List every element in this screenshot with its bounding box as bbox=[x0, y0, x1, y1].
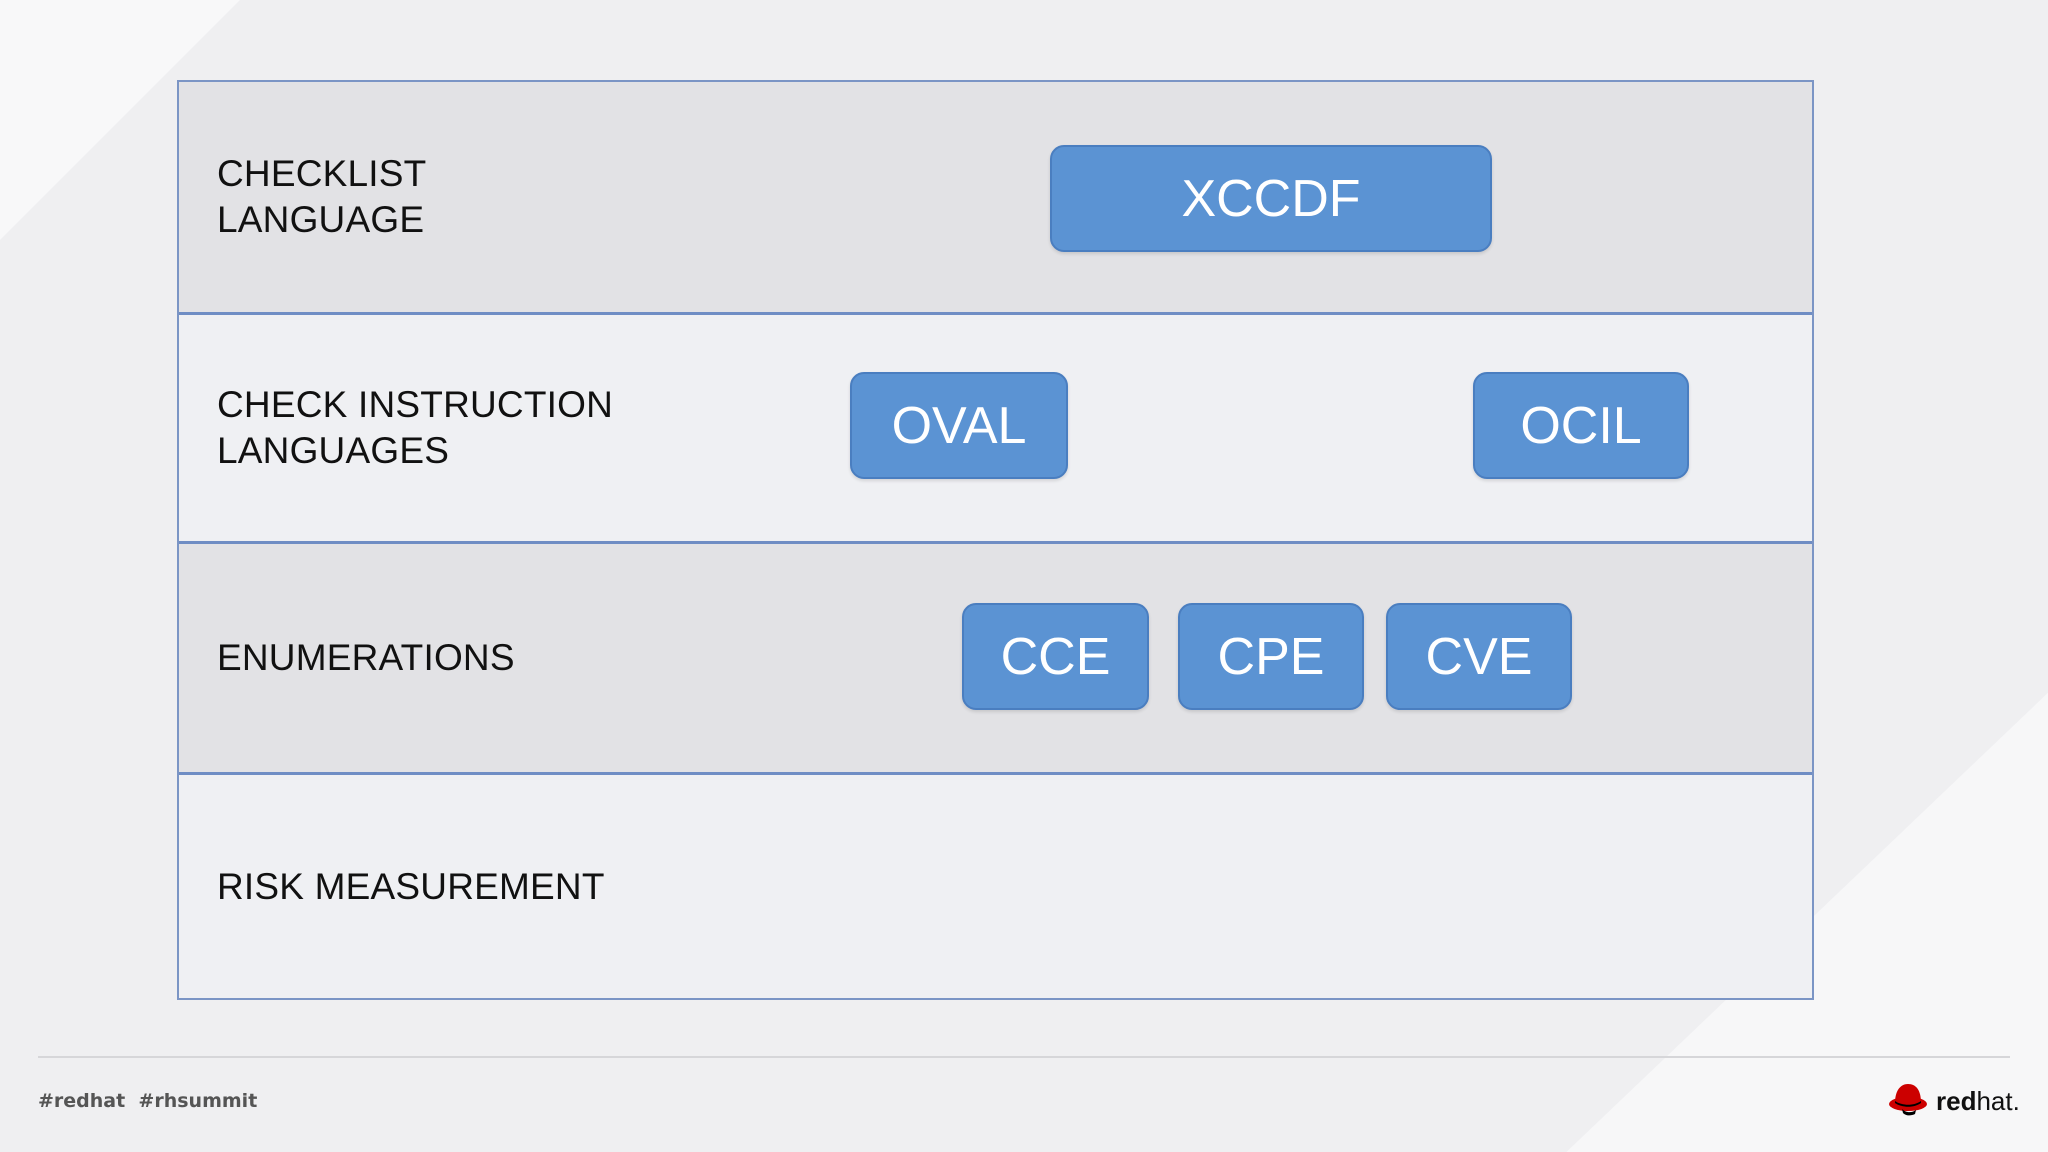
layer-label: CHECK INSTRUCTION LANGUAGES bbox=[217, 384, 614, 471]
layer-label: CHECKLIST LANGUAGE bbox=[217, 153, 427, 240]
ocil-box: OCIL bbox=[1473, 372, 1689, 479]
layer-label: ENUMERATIONS bbox=[217, 637, 515, 678]
layer-check-instruction-languages: CHECK INSTRUCTION LANGUAGES OVAL OCIL bbox=[179, 312, 1812, 541]
xccdf-box: XCCDF bbox=[1050, 145, 1492, 252]
oval-box: OVAL bbox=[850, 372, 1068, 479]
footer-divider bbox=[38, 1056, 2010, 1058]
layer-risk-measurement: RISK MEASUREMENT bbox=[179, 772, 1812, 998]
layer-enumerations: ENUMERATIONS CCE CPE CVE bbox=[179, 541, 1812, 772]
redhat-wordmark: redhat. bbox=[1936, 1086, 2020, 1116]
cce-box: CCE bbox=[962, 603, 1149, 710]
layer-label: RISK MEASUREMENT bbox=[217, 865, 605, 907]
shadowman-icon bbox=[1888, 1082, 1928, 1121]
redhat-logo: redhat. bbox=[1888, 1082, 2020, 1121]
layer-checklist-language: CHECKLIST LANGUAGE XCCDF bbox=[179, 82, 1812, 312]
footer-hashtags: #redhat #rhsummit bbox=[38, 1090, 258, 1112]
cve-box: CVE bbox=[1386, 603, 1572, 710]
layer-diagram: CHECKLIST LANGUAGE XCCDF CHECK INSTRUCTI… bbox=[177, 80, 1814, 1000]
cpe-box: CPE bbox=[1178, 603, 1364, 710]
